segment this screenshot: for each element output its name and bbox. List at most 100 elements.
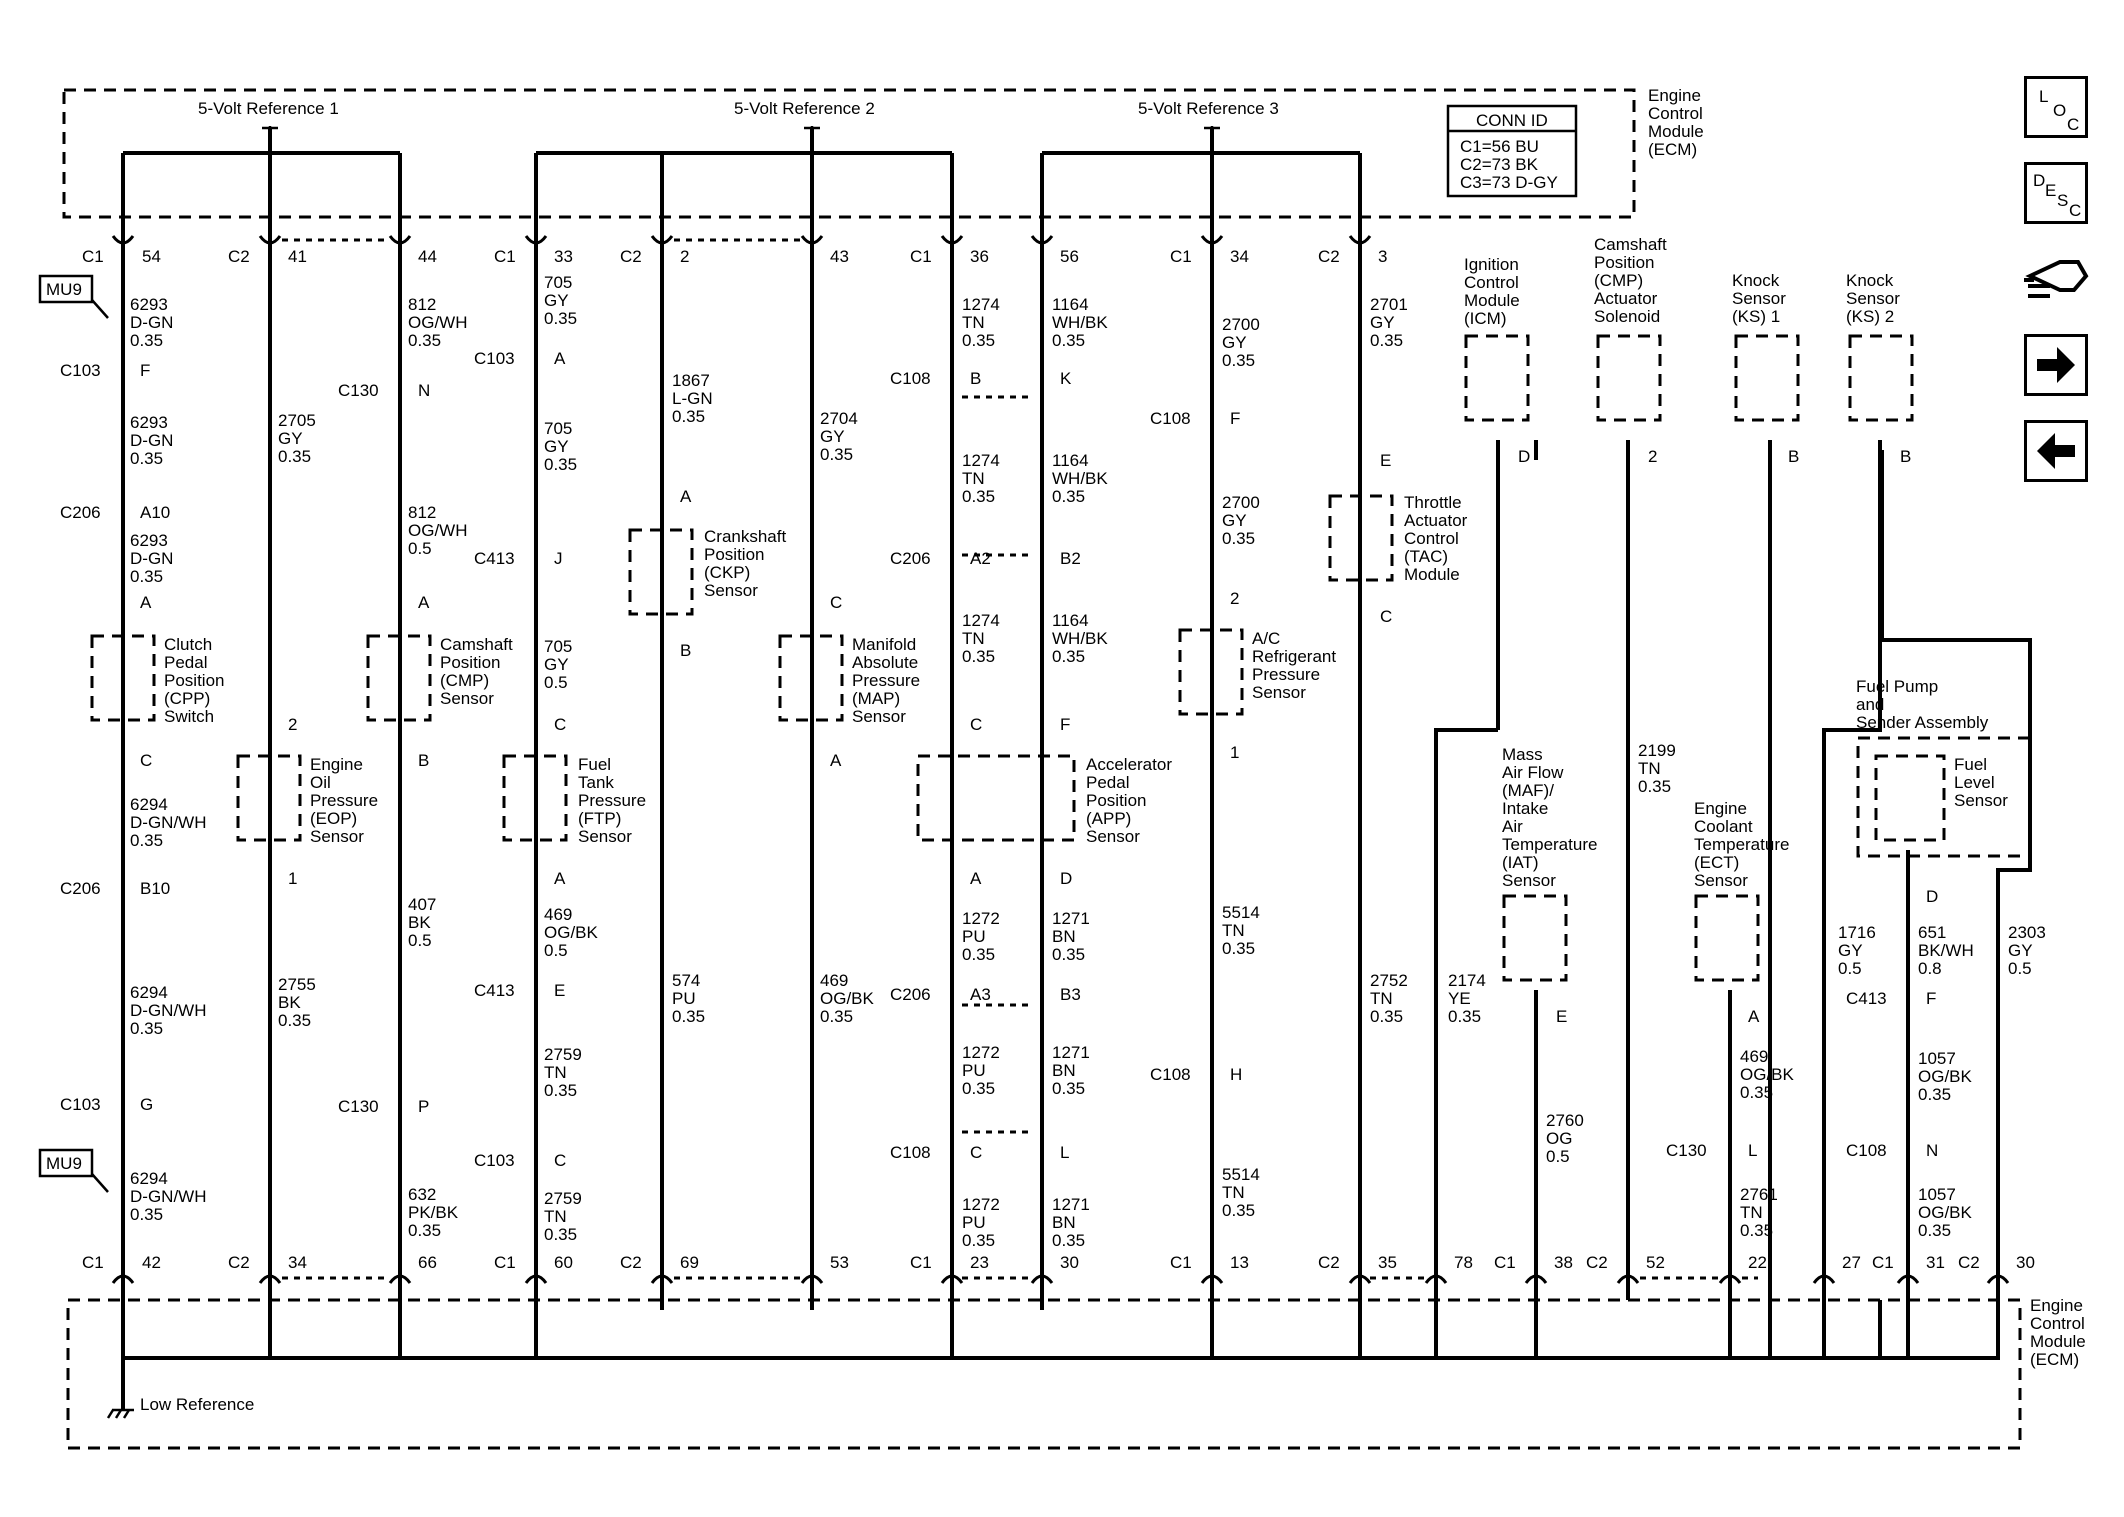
svg-text:F: F (1230, 409, 1240, 428)
svg-text:1274: 1274 (962, 611, 1000, 630)
svg-text:52: 52 (1646, 1253, 1665, 1272)
svg-text:Engine: Engine (1648, 86, 1701, 105)
svg-text:L: L (1060, 1143, 1069, 1162)
svg-text:Engine: Engine (1694, 799, 1747, 818)
svg-text:2701: 2701 (1370, 295, 1408, 314)
svg-text:GY: GY (278, 429, 303, 448)
svg-text:1274: 1274 (962, 295, 1000, 314)
svg-text:C130: C130 (338, 381, 379, 400)
svg-text:GY: GY (820, 427, 845, 446)
svg-text:469: 469 (1740, 1047, 1768, 1066)
svg-text:Intake: Intake (1502, 799, 1548, 818)
svg-text:Level: Level (1954, 773, 1995, 792)
svg-text:1272: 1272 (962, 1043, 1000, 1062)
svg-text:B: B (418, 751, 429, 770)
svg-text:C2: C2 (1318, 1253, 1340, 1272)
svg-text:C103: C103 (60, 1095, 101, 1114)
svg-text:C1: C1 (82, 1253, 104, 1272)
svg-text:Mass: Mass (1502, 745, 1543, 764)
svg-text:0.35: 0.35 (962, 1231, 995, 1250)
loc-letter-o: O (2053, 101, 2067, 120)
svg-text:TN: TN (962, 629, 985, 648)
desc-button[interactable]: D E S C (2024, 162, 2088, 224)
svg-text:Sensor: Sensor (852, 707, 906, 726)
svg-text:0.8: 0.8 (1918, 959, 1942, 978)
svg-text:Refrigerant: Refrigerant (1252, 647, 1336, 666)
svg-text:42: 42 (142, 1253, 161, 1272)
column-10-labels: 2701 GY 0.35 E Throttle Actuator Control… (1370, 295, 1468, 1026)
mu9-badge-bottom: MU9 (38, 1148, 109, 1193)
svg-text:C2: C2 (228, 1253, 250, 1272)
svg-text:TN: TN (544, 1207, 567, 1226)
svg-text:0.5: 0.5 (1838, 959, 1862, 978)
svg-text:TN: TN (1740, 1203, 1763, 1222)
svg-text:C130: C130 (338, 1097, 379, 1116)
back-button[interactable] (2024, 420, 2088, 482)
svg-text:D-GN/WH: D-GN/WH (130, 1001, 206, 1020)
svg-text:0.35: 0.35 (1052, 1079, 1085, 1098)
svg-text:C2: C2 (1586, 1253, 1608, 1272)
svg-text:Coolant: Coolant (1694, 817, 1753, 836)
svg-text:2704: 2704 (820, 409, 858, 428)
svg-text:Fuel Pump: Fuel Pump (1856, 677, 1938, 696)
svg-text:Position: Position (704, 545, 764, 564)
svg-text:C413: C413 (474, 549, 515, 568)
svg-text:C: C (140, 751, 152, 770)
svg-text:0.35: 0.35 (1222, 939, 1255, 958)
svg-text:27: 27 (1842, 1253, 1861, 1272)
svg-text:2199: 2199 (1638, 741, 1676, 760)
svg-text:D: D (1518, 447, 1530, 466)
maf-labels: Mass Air Flow (MAF)/ Intake Air Temperat… (1502, 745, 1597, 1166)
svg-text:C2: C2 (620, 1253, 642, 1272)
svg-text:60: 60 (554, 1253, 573, 1272)
svg-text:TN: TN (1222, 1183, 1245, 1202)
svg-text:(APP): (APP) (1086, 809, 1131, 828)
svg-text:1271: 1271 (1052, 909, 1090, 928)
svg-text:B10: B10 (140, 879, 170, 898)
svg-text:GY: GY (2008, 941, 2033, 960)
svg-text:OG/BK: OG/BK (1918, 1203, 1973, 1222)
svg-text:(IAT): (IAT) (1502, 853, 1539, 872)
svg-text:78: 78 (1454, 1253, 1473, 1272)
svg-text:0.35: 0.35 (1740, 1221, 1773, 1240)
svg-text:0.35: 0.35 (962, 945, 995, 964)
connector-bridges (282, 238, 1758, 1280)
svg-text:0.35: 0.35 (1052, 1231, 1085, 1250)
ecm-bottom-box (66, 1298, 2022, 1450)
svg-text:1271: 1271 (1052, 1195, 1090, 1214)
svg-text:13: 13 (1230, 1253, 1249, 1272)
svg-text:469: 469 (820, 971, 848, 990)
svg-text:0.35: 0.35 (544, 309, 577, 328)
svg-text:(KS) 1: (KS) 1 (1732, 307, 1780, 326)
svg-text:Actuator: Actuator (1594, 289, 1658, 308)
svg-text:0.5: 0.5 (408, 539, 432, 558)
svg-text:Air Flow: Air Flow (1502, 763, 1564, 782)
svg-text:31: 31 (1926, 1253, 1945, 1272)
svg-text:TN: TN (544, 1063, 567, 1082)
svg-text:OG/BK: OG/BK (1918, 1067, 1973, 1086)
ks2-labels: Knock Sensor (KS) 2 B (1846, 271, 1911, 466)
connector-tool-icon[interactable] (2020, 240, 2092, 312)
svg-text:D-GN: D-GN (130, 549, 173, 568)
svg-text:0.35: 0.35 (1052, 647, 1085, 666)
svg-text:0.5: 0.5 (544, 941, 568, 960)
svg-text:6293: 6293 (130, 413, 168, 432)
svg-text:(CMP): (CMP) (440, 671, 489, 690)
loc-button[interactable]: L O C (2024, 76, 2088, 138)
svg-text:Control: Control (1464, 273, 1519, 292)
svg-text:0.5: 0.5 (2008, 959, 2032, 978)
svg-text:Control: Control (1404, 529, 1459, 548)
svg-text:GY: GY (544, 655, 569, 674)
forward-button[interactable] (2024, 334, 2088, 396)
svg-text:6294: 6294 (130, 795, 168, 814)
svg-text:1164: 1164 (1052, 451, 1089, 470)
svg-text:Tank: Tank (578, 773, 614, 792)
svg-text:D: D (1060, 869, 1072, 888)
svg-text:Control: Control (1648, 104, 1703, 123)
svg-text:0.35: 0.35 (1638, 777, 1671, 796)
ecm-bottom-title: Engine Control Module (ECM) (2030, 1296, 2086, 1369)
svg-text:A2: A2 (970, 549, 991, 568)
svg-text:C103: C103 (60, 361, 101, 380)
